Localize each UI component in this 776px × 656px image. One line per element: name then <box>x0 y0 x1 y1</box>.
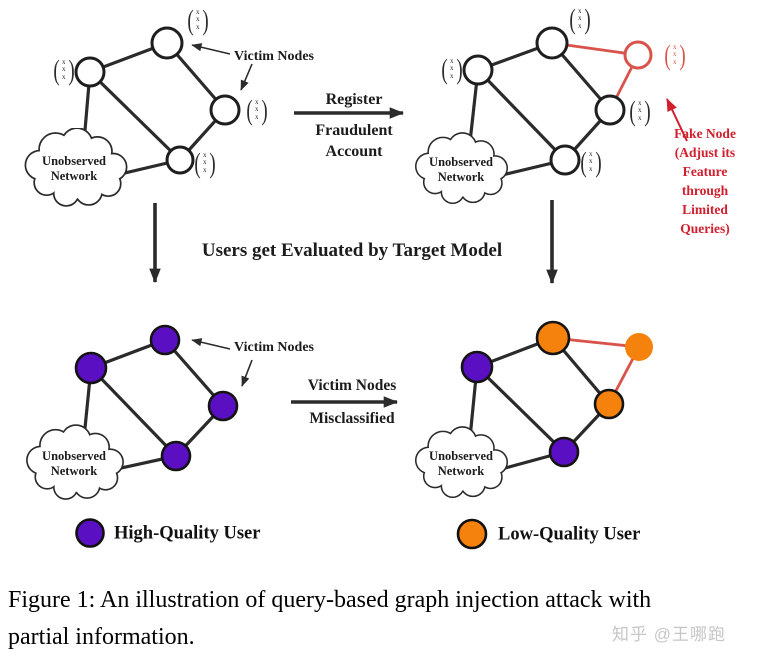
victim-node <box>594 94 626 126</box>
bracket-open: ( <box>629 95 636 127</box>
misclassified-label-bottom: Misclassified <box>309 410 395 427</box>
bracket-open: ( <box>246 94 253 126</box>
feature-vector: (x x x) <box>440 53 464 85</box>
unobserved-network-label: Unobserved Network <box>429 155 493 184</box>
feature-vector: (x x x) <box>568 3 592 35</box>
bracket-close: ) <box>260 94 268 126</box>
misclassified-nodes <box>460 320 653 468</box>
original-nodes <box>74 26 241 175</box>
bracket-close: ) <box>678 39 686 71</box>
injected-nodes <box>462 26 626 176</box>
graph-node <box>462 54 494 86</box>
feature-vector: (x x x) <box>52 54 76 86</box>
bracket-open: ( <box>194 147 201 179</box>
high-quality-node <box>160 440 192 472</box>
bracket-open: ( <box>580 146 587 178</box>
fake-feature-vector: (x x x) <box>663 39 687 71</box>
victim-nodes-label-top: Victim Nodes <box>234 49 314 64</box>
vector-entries: x x x <box>450 56 454 80</box>
vector-entries: x x x <box>578 6 582 30</box>
high-quality-node <box>74 351 108 385</box>
graph-node <box>165 145 195 175</box>
bracket-open: ( <box>441 53 448 85</box>
bracket-close: ) <box>67 54 75 86</box>
evaluated-nodes <box>74 324 239 472</box>
vector-entries: x x x <box>589 149 593 173</box>
figure-caption: Figure 1: An illustration of query-based… <box>8 587 652 650</box>
evaluated-label: Users get Evaluated by Target Model <box>201 240 503 261</box>
bracket-open: ( <box>53 54 60 86</box>
feature-vector: (x x x) <box>193 147 217 179</box>
register-label: Register <box>325 91 383 108</box>
vector-entries: x x x <box>638 98 642 122</box>
high-quality-node <box>460 350 494 384</box>
fake-node-annotation-arrow <box>666 98 688 142</box>
bracket-open: ( <box>187 4 194 36</box>
fraudulent-account-label: Fraudulent Account <box>315 122 393 160</box>
misclassified-label-top: Victim Nodes <box>307 377 397 394</box>
bracket-close: ) <box>643 95 651 127</box>
fake-node-orange <box>625 333 653 361</box>
high-quality-node <box>149 324 181 356</box>
unobserved-network-label: Unobserved Network <box>429 449 493 478</box>
high-quality-node <box>548 436 580 468</box>
bracket-close: ) <box>208 147 216 179</box>
bracket-open: ( <box>664 39 671 71</box>
bracket-close: ) <box>583 3 591 35</box>
victim-node <box>209 94 241 126</box>
feature-vector: (x x x) <box>186 4 210 36</box>
vector-entries: x x x <box>62 57 66 81</box>
victim-node <box>150 26 184 60</box>
unobserved-network-label: Unobserved Network <box>42 449 106 478</box>
bracket-close: ) <box>201 4 209 36</box>
victim-annotation-arrows-bottom <box>191 338 253 387</box>
vector-entries: x x x <box>255 97 259 121</box>
legend-low-quality-label: Low-Quality User <box>498 524 641 545</box>
high-quality-node <box>207 390 239 422</box>
low-quality-node <box>535 320 571 356</box>
low-quality-node <box>593 388 625 420</box>
vector-entries: x x x <box>203 150 207 174</box>
unobserved-network-label: Unobserved Network <box>42 154 106 183</box>
legend-high-quality-dot <box>75 518 105 548</box>
feature-vector: (x x x) <box>579 146 603 178</box>
watermark: 知乎 @王哪跑 <box>612 625 726 644</box>
victim-annotation-arrows-top <box>191 43 253 91</box>
vector-entries: x x x <box>673 42 677 66</box>
feature-vector: (x x x) <box>245 94 269 126</box>
bracket-close: ) <box>455 53 463 85</box>
vector-entries: x x x <box>196 7 200 31</box>
bracket-close: ) <box>594 146 602 178</box>
graph-node <box>549 144 581 176</box>
victim-nodes-label-bottom: Victim Nodes <box>234 340 314 355</box>
graph-node <box>74 56 106 88</box>
bracket-open: ( <box>569 3 576 35</box>
fake-node <box>623 40 653 70</box>
feature-vector: (x x x) <box>628 95 652 127</box>
legend-low-quality-dot <box>456 518 488 550</box>
legend-high-quality-label: High-Quality User <box>114 523 261 544</box>
victim-node <box>535 26 569 60</box>
fake-node-label: Fake Node (Adjust its Feature through Li… <box>674 126 736 236</box>
